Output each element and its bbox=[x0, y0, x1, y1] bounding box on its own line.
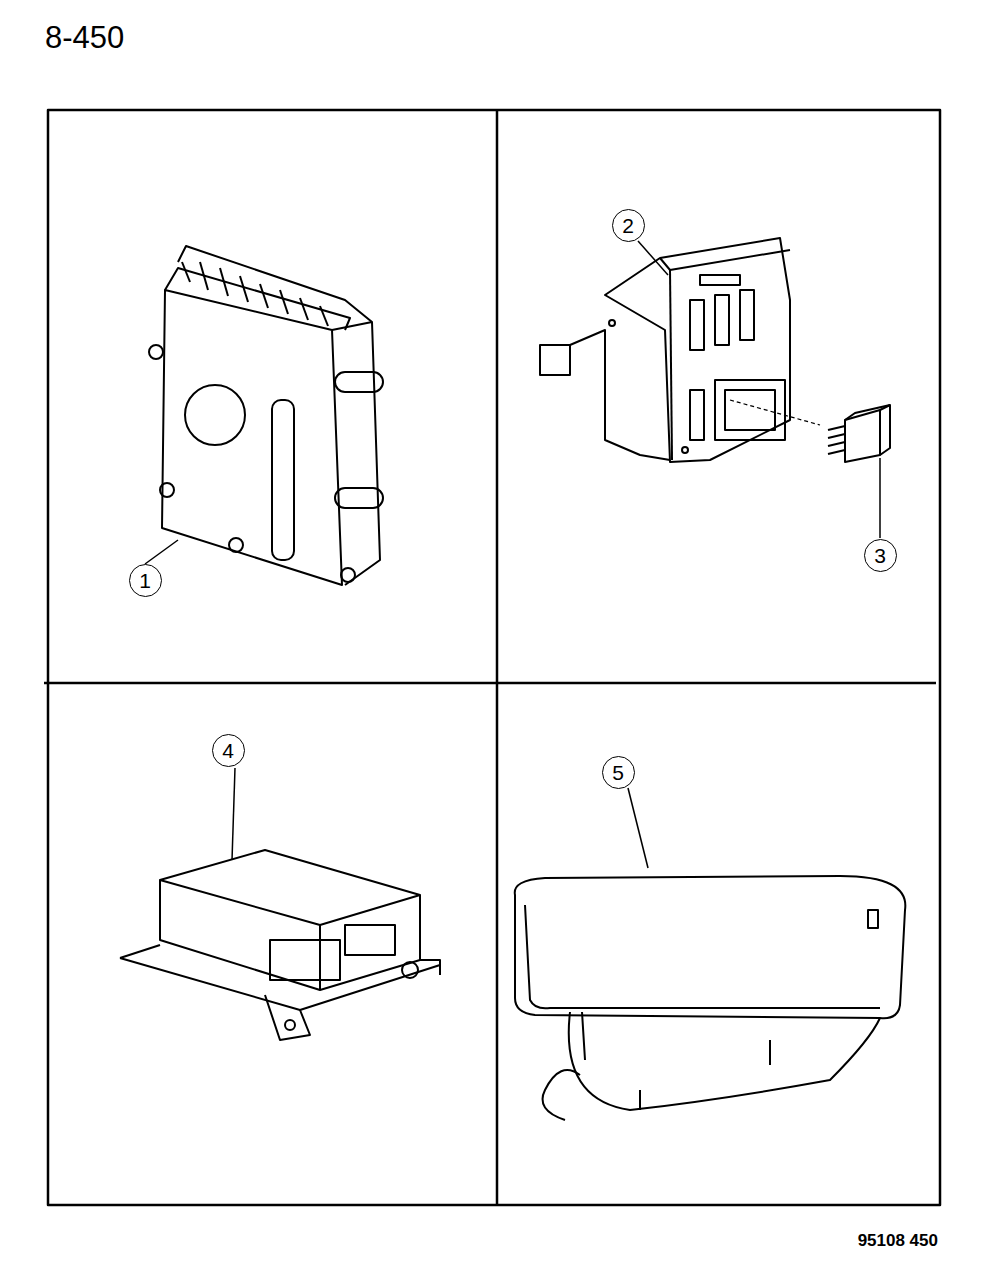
junction-block-drawing-line bbox=[540, 345, 570, 375]
control-module-drawing-line bbox=[178, 246, 380, 585]
airbag-cover-drawing-line bbox=[569, 1012, 880, 1110]
relay-drawing bbox=[828, 405, 890, 538]
control-module-drawing-line bbox=[200, 262, 208, 290]
relay-drawing-line bbox=[828, 426, 845, 430]
callout-circle: 2 bbox=[612, 209, 645, 242]
junction-block-drawing-line bbox=[740, 290, 754, 340]
relay-drawing-line bbox=[845, 410, 880, 462]
airbag-module-drawing-line bbox=[160, 850, 420, 990]
airbag-cover-drawing-line bbox=[515, 876, 906, 1018]
control-module-drawing-line bbox=[260, 284, 268, 308]
page-number: 8-450 bbox=[45, 22, 124, 53]
junction-block-drawing bbox=[540, 238, 820, 462]
airbag-module-drawing-line bbox=[160, 880, 420, 925]
panel-frame bbox=[44, 110, 940, 1205]
junction-block-drawing-line bbox=[690, 390, 704, 440]
airbag-cover-drawing-line bbox=[582, 1012, 585, 1060]
airbag-cover-drawing-line bbox=[628, 788, 648, 868]
airbag-cover-drawing bbox=[515, 788, 906, 1120]
junction-block-drawing-line bbox=[730, 400, 820, 425]
callout-number: 1 bbox=[139, 570, 151, 591]
control-module-drawing-line bbox=[185, 385, 245, 445]
junction-block-drawing-line bbox=[570, 330, 670, 460]
control-module-drawing-line bbox=[280, 290, 288, 314]
callout-circle: 1 bbox=[129, 564, 162, 597]
airbag-module-drawing-line bbox=[265, 995, 310, 1040]
figure-code: 95108 450 bbox=[858, 1232, 938, 1249]
callout-number: 4 bbox=[222, 740, 234, 761]
callout-circle: 5 bbox=[602, 756, 635, 789]
airbag-module-drawing-line bbox=[285, 1020, 295, 1030]
airbag-module-drawing bbox=[120, 768, 440, 1040]
junction-block-drawing-line bbox=[682, 447, 688, 453]
junction-block-drawing-line bbox=[715, 295, 729, 345]
panel-frame-line bbox=[48, 110, 940, 1205]
control-module-drawing bbox=[145, 246, 383, 585]
junction-block-drawing-line bbox=[605, 238, 790, 462]
callout-number: 3 bbox=[874, 545, 886, 566]
airbag-module-drawing-line bbox=[270, 940, 340, 980]
junction-block-drawing-line bbox=[690, 300, 704, 350]
airbag-module-drawing-line bbox=[420, 960, 440, 975]
airbag-module-drawing-line bbox=[120, 945, 160, 958]
control-module-drawing-line bbox=[160, 483, 174, 497]
relay-drawing-line bbox=[828, 434, 845, 438]
airbag-module-drawing-line bbox=[402, 962, 418, 978]
control-module-drawing-line bbox=[335, 372, 383, 392]
control-module-drawing-line bbox=[332, 322, 372, 330]
control-module-drawing-line bbox=[229, 538, 243, 552]
control-module-drawing-line bbox=[165, 268, 350, 330]
junction-block-drawing-line bbox=[715, 380, 785, 440]
junction-block-drawing-line bbox=[638, 241, 668, 275]
airbag-cover-drawing-line bbox=[543, 1070, 581, 1120]
control-module-drawing-line bbox=[145, 540, 178, 564]
airbag-module-drawing-line bbox=[232, 768, 235, 860]
callout-circle: 4 bbox=[212, 734, 245, 767]
control-module-drawing-line bbox=[272, 400, 294, 560]
relay-drawing-line bbox=[828, 442, 845, 446]
panel-frame-line bbox=[496, 110, 499, 1205]
control-module-drawing-line bbox=[240, 276, 248, 302]
relay-drawing-line bbox=[828, 450, 845, 454]
airbag-cover-drawing-line bbox=[769, 1040, 771, 1065]
control-module-drawing-line bbox=[341, 568, 355, 582]
junction-block-drawing-line bbox=[700, 275, 740, 285]
control-module-drawing-line bbox=[300, 298, 308, 320]
airbag-module-drawing-line bbox=[345, 925, 395, 955]
callout-number: 5 bbox=[612, 762, 624, 783]
airbag-cover-drawing-line bbox=[639, 1090, 641, 1110]
airbag-module-drawing-line bbox=[120, 958, 440, 1010]
control-module-drawing-line bbox=[182, 262, 190, 282]
callout-number: 2 bbox=[622, 215, 634, 236]
relay-drawing-line bbox=[845, 405, 890, 455]
control-module-drawing-line bbox=[320, 306, 328, 326]
airbag-cover-drawing-line bbox=[525, 905, 880, 1008]
panel-frame-line bbox=[44, 682, 936, 685]
control-module-drawing-line bbox=[335, 488, 383, 508]
junction-block-drawing-line bbox=[609, 320, 615, 326]
relay-drawing-line bbox=[880, 405, 890, 410]
control-module-drawing-line bbox=[149, 345, 163, 359]
control-module-drawing-line bbox=[220, 268, 228, 296]
junction-block-drawing-line bbox=[660, 250, 790, 270]
control-module-drawing-line bbox=[162, 290, 342, 585]
airbag-cover-drawing-line bbox=[868, 910, 878, 928]
junction-block-drawing-line bbox=[670, 270, 672, 460]
relay-drawing-line bbox=[879, 458, 881, 538]
callout-circle: 3 bbox=[864, 539, 897, 572]
